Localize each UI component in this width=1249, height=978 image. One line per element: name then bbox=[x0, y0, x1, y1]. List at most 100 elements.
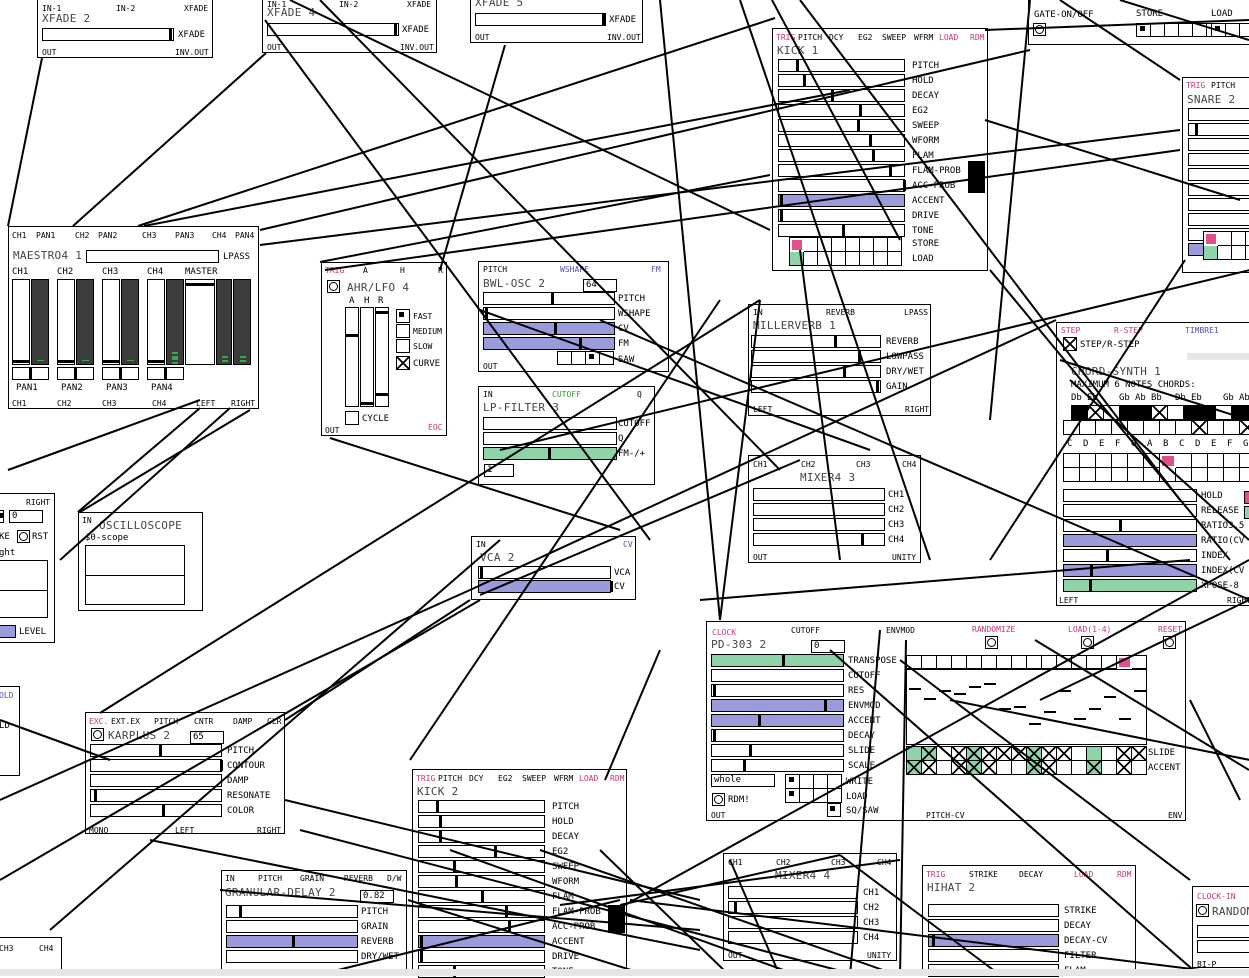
inlet-rstep[interactable]: R-STEP bbox=[1114, 326, 1143, 335]
inlet-sweep[interactable]: SWEEP bbox=[882, 33, 907, 42]
param-slider[interactable] bbox=[418, 845, 545, 858]
outlet-out[interactable]: OUT bbox=[483, 362, 498, 371]
sqsaw-toggle[interactable] bbox=[827, 803, 841, 817]
inlet-pitch[interactable]: PITCH bbox=[798, 33, 823, 42]
inlet-trig[interactable]: TRIG bbox=[325, 266, 345, 275]
outlet-env[interactable]: ENV bbox=[1168, 811, 1183, 820]
inlet-wshape[interactable]: WSHAPE bbox=[560, 265, 589, 274]
inlet-in2[interactable]: IN-2 bbox=[339, 0, 359, 9]
rdm-bang[interactable] bbox=[712, 793, 725, 806]
inlet-trig[interactable]: TRIG bbox=[776, 33, 796, 42]
param-slider[interactable] bbox=[478, 566, 611, 579]
outlet-right[interactable]: RIGHT bbox=[1227, 596, 1249, 605]
channel-volume-slider[interactable] bbox=[147, 279, 165, 365]
port-trig[interactable]: TRIG bbox=[926, 870, 946, 879]
outlet-unity[interactable]: UNITY bbox=[892, 553, 917, 562]
chord-synth-1-module[interactable]: STEP R-STEP TIMBRE1 STEP/R-STEP CHORD-SY… bbox=[1056, 322, 1249, 606]
param-slider[interactable] bbox=[483, 447, 617, 460]
outlet-unity[interactable]: UNITY bbox=[867, 951, 892, 960]
gate-module[interactable]: GATE-ON/OFF STORE LOAD bbox=[1028, 0, 1249, 45]
value-toggle[interactable] bbox=[0, 510, 4, 523]
inlet-in[interactable]: IN bbox=[483, 390, 493, 399]
port-pitch[interactable]: PITCH bbox=[258, 874, 283, 883]
step-rstep-toggle[interactable] bbox=[1063, 337, 1077, 351]
param-slider[interactable] bbox=[418, 905, 545, 918]
port-wfrm[interactable]: WFRM bbox=[554, 774, 574, 783]
outlet-out[interactable]: OUT bbox=[728, 951, 743, 960]
port-pitch[interactable]: PITCH bbox=[438, 774, 463, 783]
master-volume-slider[interactable] bbox=[185, 279, 215, 365]
port-left[interactable]: LEFT bbox=[196, 399, 216, 408]
port-ch3[interactable]: CH3 bbox=[856, 460, 871, 469]
inlet-h[interactable]: H bbox=[400, 266, 405, 275]
param-slider[interactable] bbox=[1188, 138, 1249, 151]
port-rdm[interactable]: RDM bbox=[610, 774, 625, 783]
param-slider[interactable] bbox=[778, 224, 905, 237]
write-load-grid[interactable] bbox=[785, 774, 842, 803]
randomize-bang[interactable] bbox=[985, 636, 998, 649]
xfade-5-module[interactable]: XFADE 5 XFADE OUT INV.OUT bbox=[470, 0, 643, 43]
param-slider[interactable] bbox=[1063, 504, 1197, 517]
inlet-xfade[interactable]: XFADE bbox=[184, 4, 209, 13]
param-slider[interactable] bbox=[90, 789, 222, 802]
param-slider[interactable] bbox=[226, 950, 358, 963]
release-slider[interactable] bbox=[375, 307, 389, 407]
param-slider[interactable] bbox=[778, 149, 905, 162]
medium-toggle[interactable] bbox=[396, 324, 410, 338]
kick1-store-grid[interactable] bbox=[789, 237, 902, 266]
param-slider[interactable] bbox=[753, 503, 885, 516]
inlet-eg2[interactable]: EG2 bbox=[858, 33, 873, 42]
hold-slider[interactable] bbox=[360, 307, 374, 407]
param-slider[interactable] bbox=[478, 580, 613, 593]
inlet-cv[interactable]: CV bbox=[623, 540, 633, 549]
param-slider[interactable] bbox=[418, 920, 545, 933]
param-slider[interactable] bbox=[483, 432, 617, 445]
param-slider[interactable] bbox=[1063, 549, 1197, 562]
random-slider-1[interactable] bbox=[1197, 925, 1249, 938]
param-slider[interactable] bbox=[711, 684, 844, 697]
param-slider[interactable] bbox=[418, 860, 545, 873]
outlet-invout[interactable]: INV.OUT bbox=[400, 43, 434, 52]
param-slider[interactable] bbox=[928, 934, 1059, 947]
param-slider[interactable] bbox=[483, 307, 615, 320]
inlet-cutoff[interactable]: CUTOFF bbox=[552, 390, 581, 399]
pan-slider[interactable] bbox=[12, 367, 49, 380]
param-slider[interactable] bbox=[483, 417, 617, 430]
snare-2-module[interactable]: TRIG PITCH SNARE 2 bbox=[1182, 77, 1249, 273]
inlet-in1[interactable]: IN-1 bbox=[267, 0, 287, 9]
param-slider[interactable] bbox=[1063, 534, 1197, 547]
ahr-lfo-4-module[interactable]: TRIG A H R AHR/LFO 4 A H R FAST MEDIUM S… bbox=[321, 262, 447, 436]
port-ch4[interactable]: CH4 bbox=[212, 231, 227, 240]
inlet-fm[interactable]: FM bbox=[651, 265, 661, 274]
inlet-in2[interactable]: IN-2 bbox=[116, 4, 136, 13]
inlet-ch3[interactable]: CH3 bbox=[0, 944, 14, 953]
fm-number[interactable]: 1 bbox=[484, 464, 514, 477]
inlet-in[interactable]: IN bbox=[82, 516, 92, 525]
rst-bang[interactable] bbox=[17, 530, 30, 543]
slow-toggle[interactable] bbox=[396, 339, 410, 353]
outlet-invout[interactable]: INV.OUT bbox=[607, 33, 641, 42]
outlet-pitchcv[interactable]: PITCH-CV bbox=[926, 811, 965, 820]
port-exc[interactable]: EXC. bbox=[89, 717, 109, 726]
inlet-q[interactable]: Q bbox=[637, 390, 642, 399]
inlet-clockin[interactable]: CLOCK-IN bbox=[1197, 892, 1236, 901]
param-slider[interactable] bbox=[90, 744, 222, 757]
reset-bang[interactable] bbox=[1163, 636, 1176, 649]
param-slider[interactable] bbox=[1063, 564, 1197, 577]
inlet-envmod[interactable]: ENVMOD bbox=[886, 626, 915, 635]
inlet-a[interactable]: A bbox=[363, 266, 368, 275]
pitch-number[interactable]: 64 bbox=[583, 279, 617, 292]
gate-bang[interactable] bbox=[1033, 23, 1046, 36]
port-dcy[interactable]: DCY bbox=[469, 774, 484, 783]
curve-toggle[interactable] bbox=[396, 356, 410, 370]
port-rdm[interactable]: RDM bbox=[1117, 870, 1132, 879]
oscilloscope-module[interactable]: IN OSCILLOSCOPE $0-scope bbox=[78, 512, 203, 611]
param-slider[interactable] bbox=[778, 164, 905, 177]
param-slider[interactable] bbox=[483, 322, 615, 335]
black-key-grid[interactable] bbox=[1071, 405, 1249, 420]
xfade-slider[interactable] bbox=[267, 23, 399, 36]
port-ch4[interactable]: CH4 bbox=[877, 858, 892, 867]
xfade-slider[interactable] bbox=[475, 13, 606, 26]
